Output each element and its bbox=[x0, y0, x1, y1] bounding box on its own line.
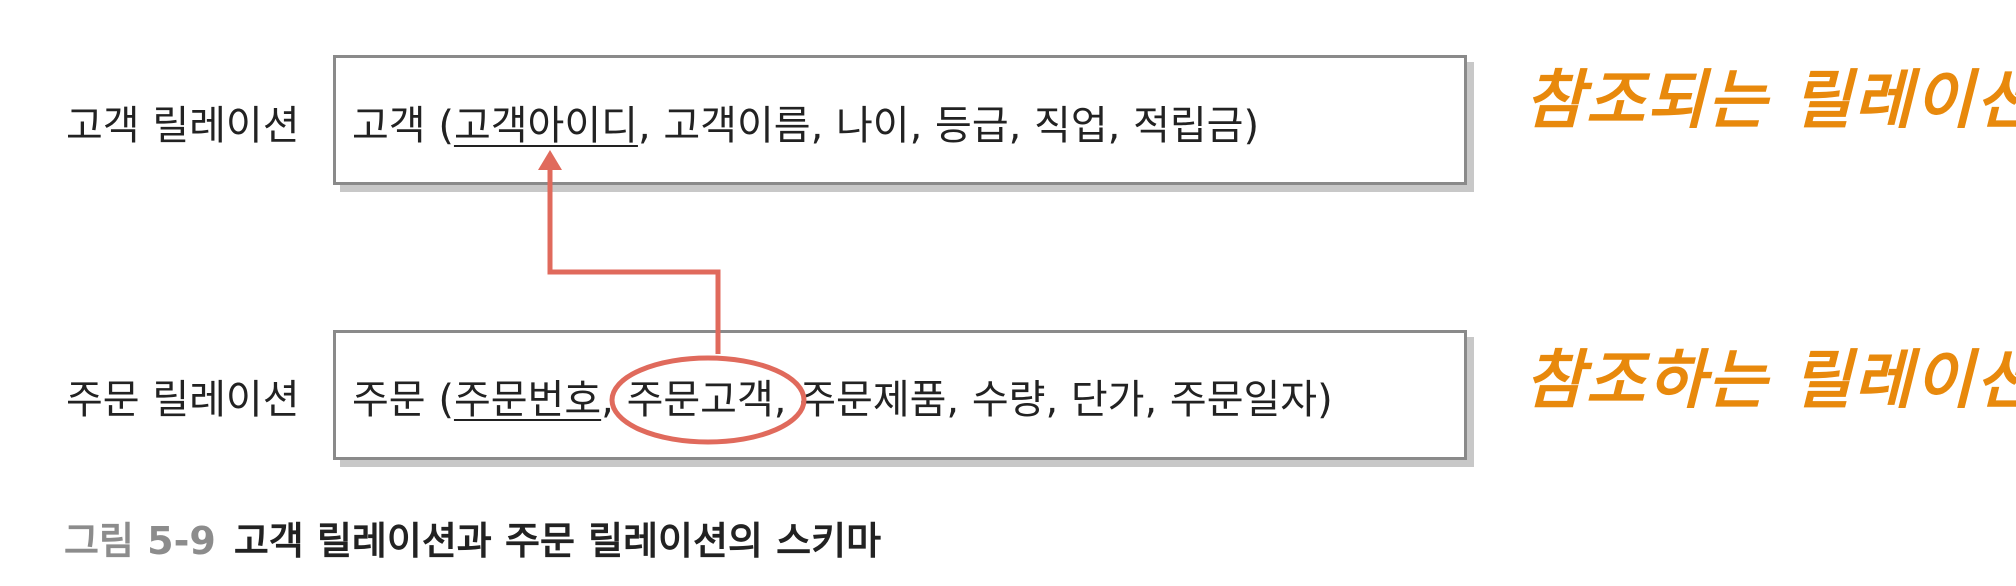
customer-open-paren: ( bbox=[425, 103, 454, 149]
order-relation-name: 주문 bbox=[352, 377, 426, 423]
referencing-relation-note: 참조하는 릴레이션 bbox=[1525, 344, 2016, 418]
foreign-key-reference-arrow bbox=[547, 160, 721, 354]
order-relation-box bbox=[333, 330, 1467, 460]
referenced-relation-note: 참조되는 릴레이션 bbox=[1525, 64, 2016, 138]
figure-caption: 그림 5-9 고객 릴레이션과 주문 릴레이션의 스키마 bbox=[64, 518, 881, 564]
customer-primary-key: 고객아이디 bbox=[453, 103, 638, 149]
customer-schema-text: 고객 (고객아이디, 고객이름, 나이, 등급, 직업, 적립금) bbox=[352, 102, 1259, 150]
order-relation-label: 주문 릴레이션 bbox=[66, 377, 300, 423]
figure-number: 그림 5-9 bbox=[64, 519, 216, 563]
order-open-paren: ( bbox=[425, 377, 454, 423]
customer-relation-name: 고객 bbox=[352, 103, 426, 149]
customer-relation-label: 고객 릴레이션 bbox=[66, 103, 300, 149]
figure-title: 고객 릴레이션과 주문 릴레이션의 스키마 bbox=[233, 519, 882, 563]
order-schema-text: 주문 (주문번호, 주문고객, 주문제품, 수량, 단가, 주문일자) bbox=[352, 376, 1333, 424]
order-foreign-key: 주문고객, bbox=[626, 377, 787, 423]
customer-relation-box bbox=[333, 55, 1467, 185]
customer-attributes: , 고객이름, 나이, 등급, 직업, 적립금) bbox=[637, 103, 1260, 149]
order-primary-key: 주문번호 bbox=[453, 377, 602, 423]
order-attributes: 주문제품, 수량, 단가, 주문일자) bbox=[786, 377, 1333, 423]
order-separator: , bbox=[601, 377, 627, 423]
